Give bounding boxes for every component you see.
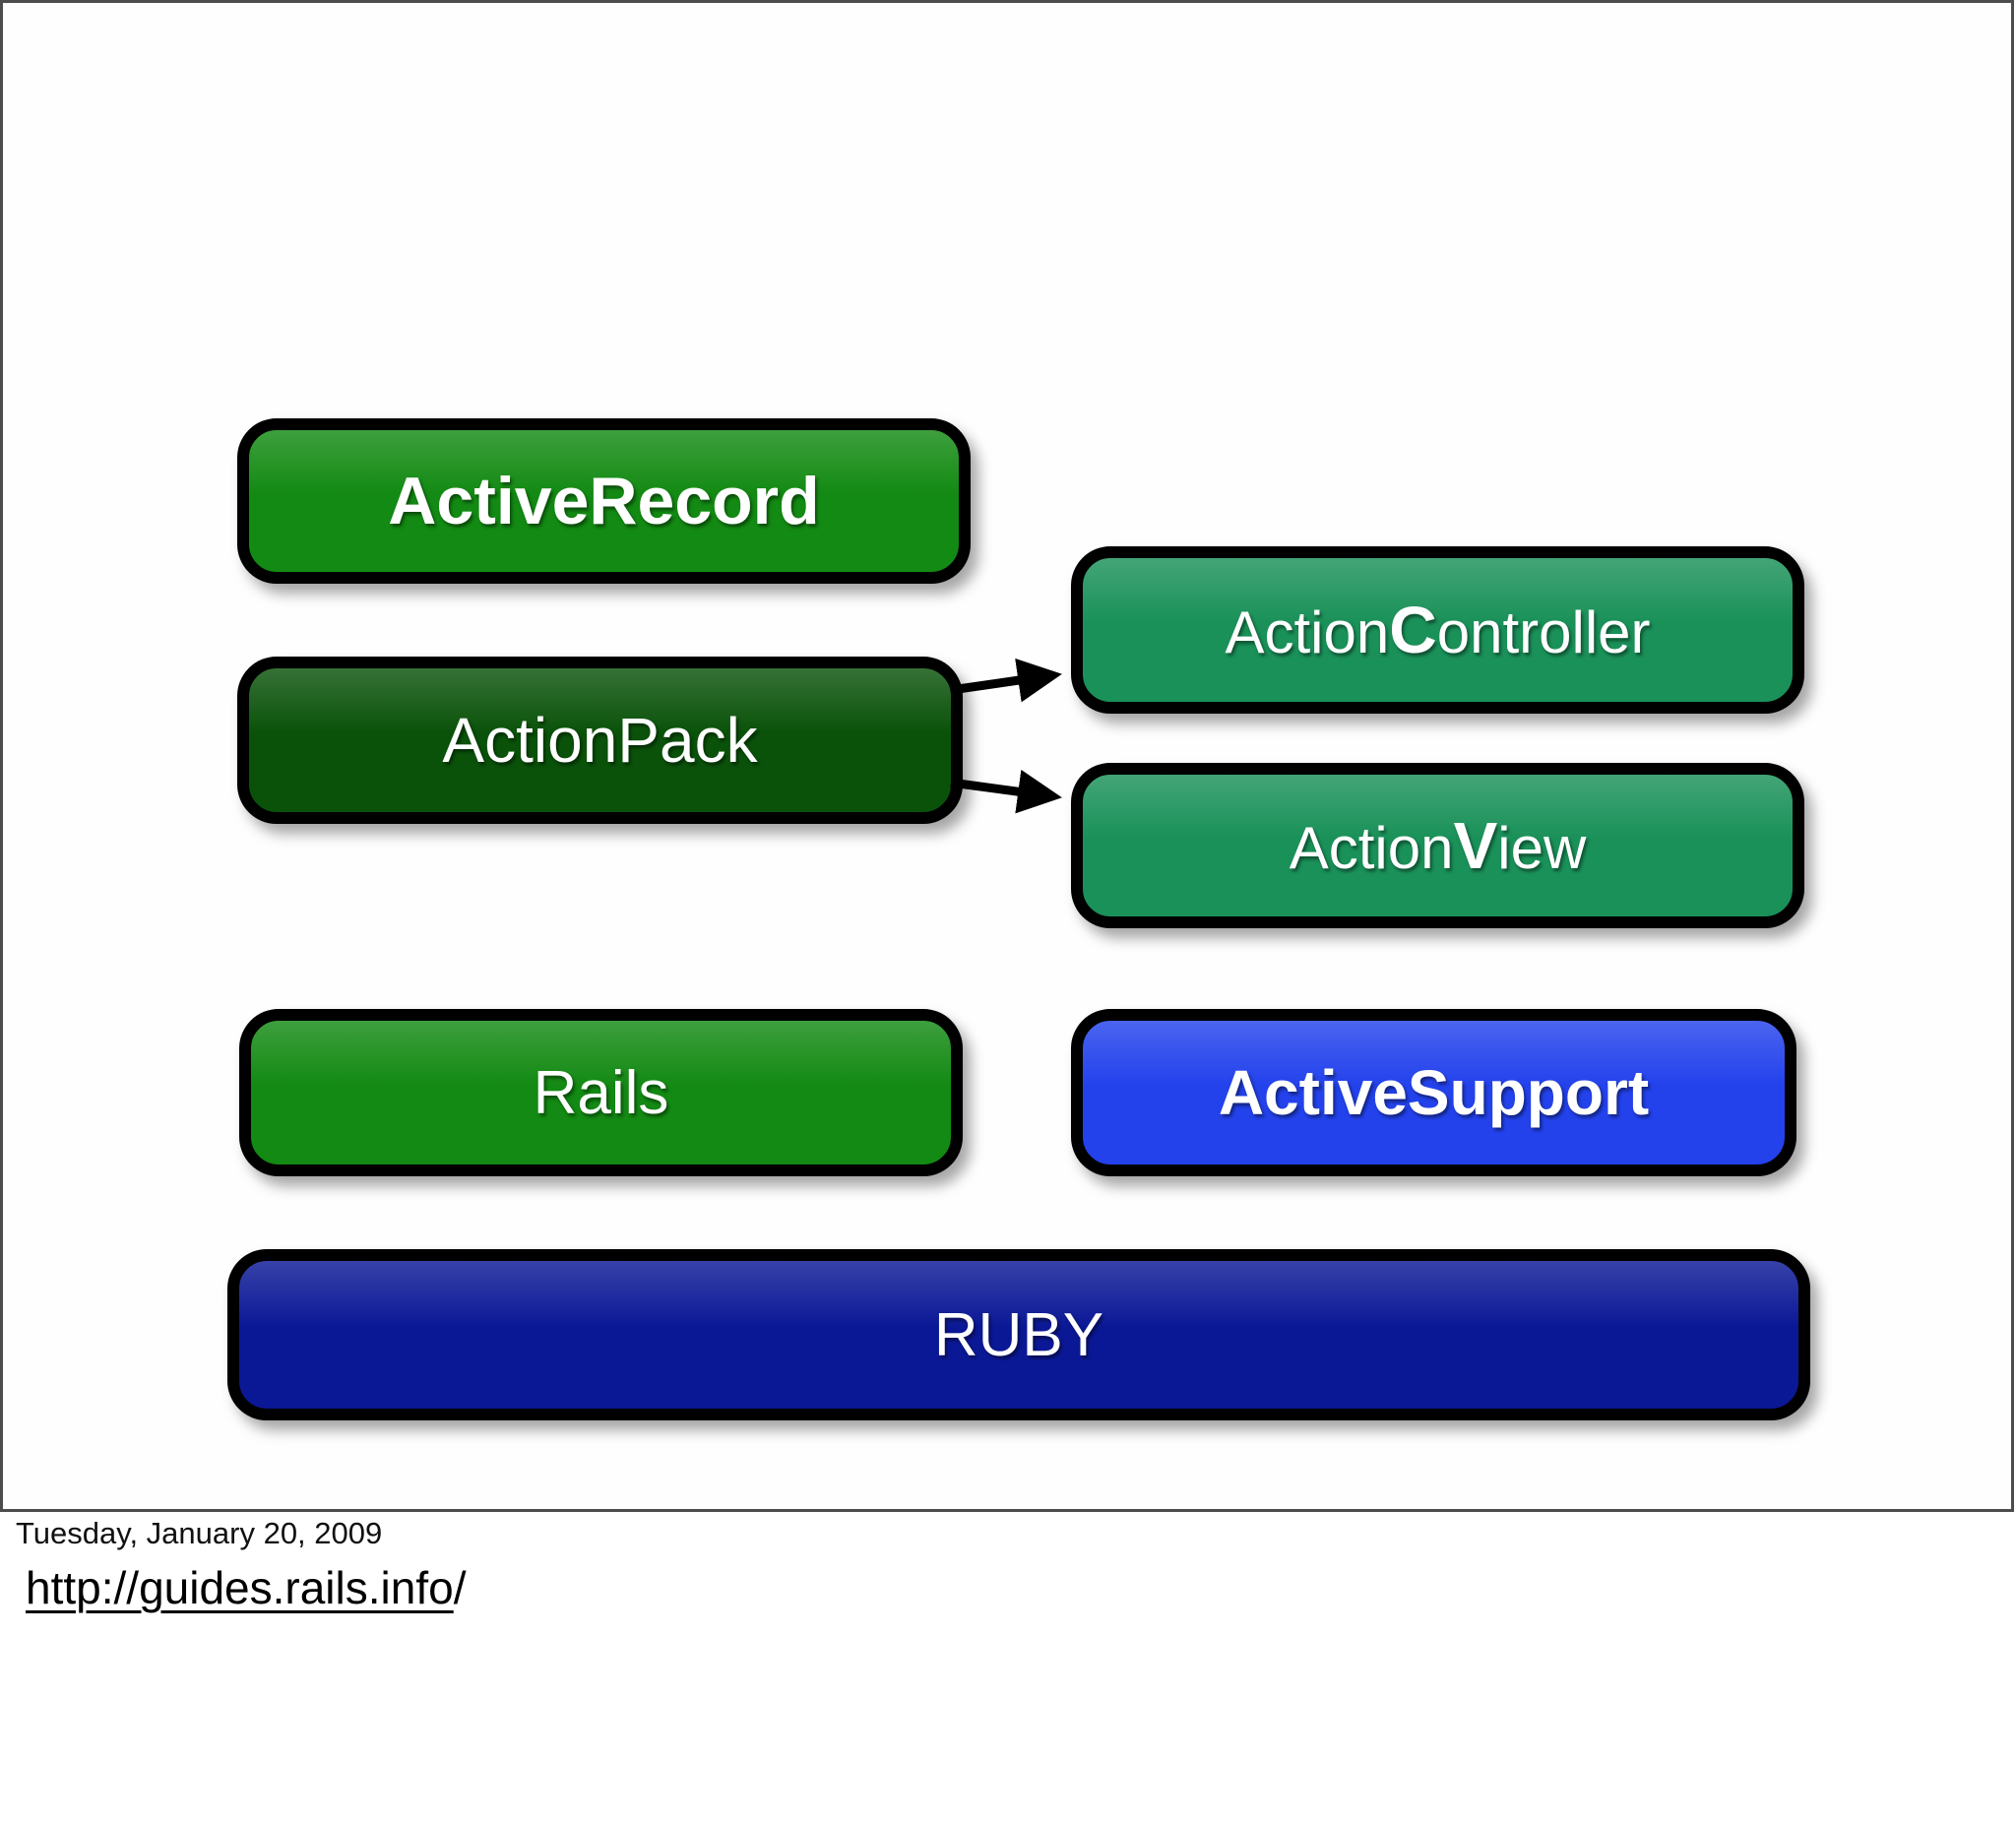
box-actionview-label-bold-letter: V [1453, 808, 1498, 883]
arrow-actionpack-to-actioncontroller [950, 658, 1062, 703]
box-actioncontroller: ActionController [1071, 546, 1804, 714]
box-actionview-label-suffix: iew [1497, 814, 1587, 881]
box-rails: Rails [239, 1009, 963, 1176]
box-actioncontroller-label-bold-letter: C [1389, 593, 1437, 667]
footer-date: Tuesday, January 20, 2009 [16, 1516, 383, 1550]
footer-link-url: http://guides.rails.info [26, 1562, 454, 1613]
box-actionpack: ActionPack [237, 657, 963, 824]
slide-canvas: ActiveRecord ActionPack ActionController… [0, 0, 2014, 1512]
box-actionview-label-prefix: Action [1289, 814, 1454, 881]
actionpack-arrows [950, 658, 1062, 814]
footer-link[interactable]: http://guides.rails.info/ [26, 1561, 466, 1614]
footer: Tuesday, January 20, 2009 http://guides.… [0, 1516, 2016, 1614]
box-activesupport: ActiveSupport [1071, 1009, 1796, 1176]
box-actionpack-label: ActionPack [442, 705, 758, 776]
footer-link-trailing-slash: / [453, 1562, 467, 1613]
box-ruby-label: RUBY [933, 1300, 1104, 1369]
box-rails-label: Rails [533, 1058, 669, 1127]
box-actioncontroller-label-prefix: Action [1225, 598, 1390, 665]
box-activerecord: ActiveRecord [237, 418, 971, 584]
box-actioncontroller-label-suffix: ontroller [1436, 598, 1651, 665]
box-activerecord-label: ActiveRecord [388, 464, 820, 538]
box-ruby: RUBY [227, 1249, 1810, 1420]
box-actionview: ActionView [1071, 763, 1804, 928]
box-activesupport-label: ActiveSupport [1218, 1057, 1650, 1128]
box-actionview-label: ActionView [1290, 808, 1587, 884]
box-actioncontroller-label: ActionController [1225, 593, 1650, 668]
arrow-actionpack-to-actionview [950, 769, 1062, 814]
